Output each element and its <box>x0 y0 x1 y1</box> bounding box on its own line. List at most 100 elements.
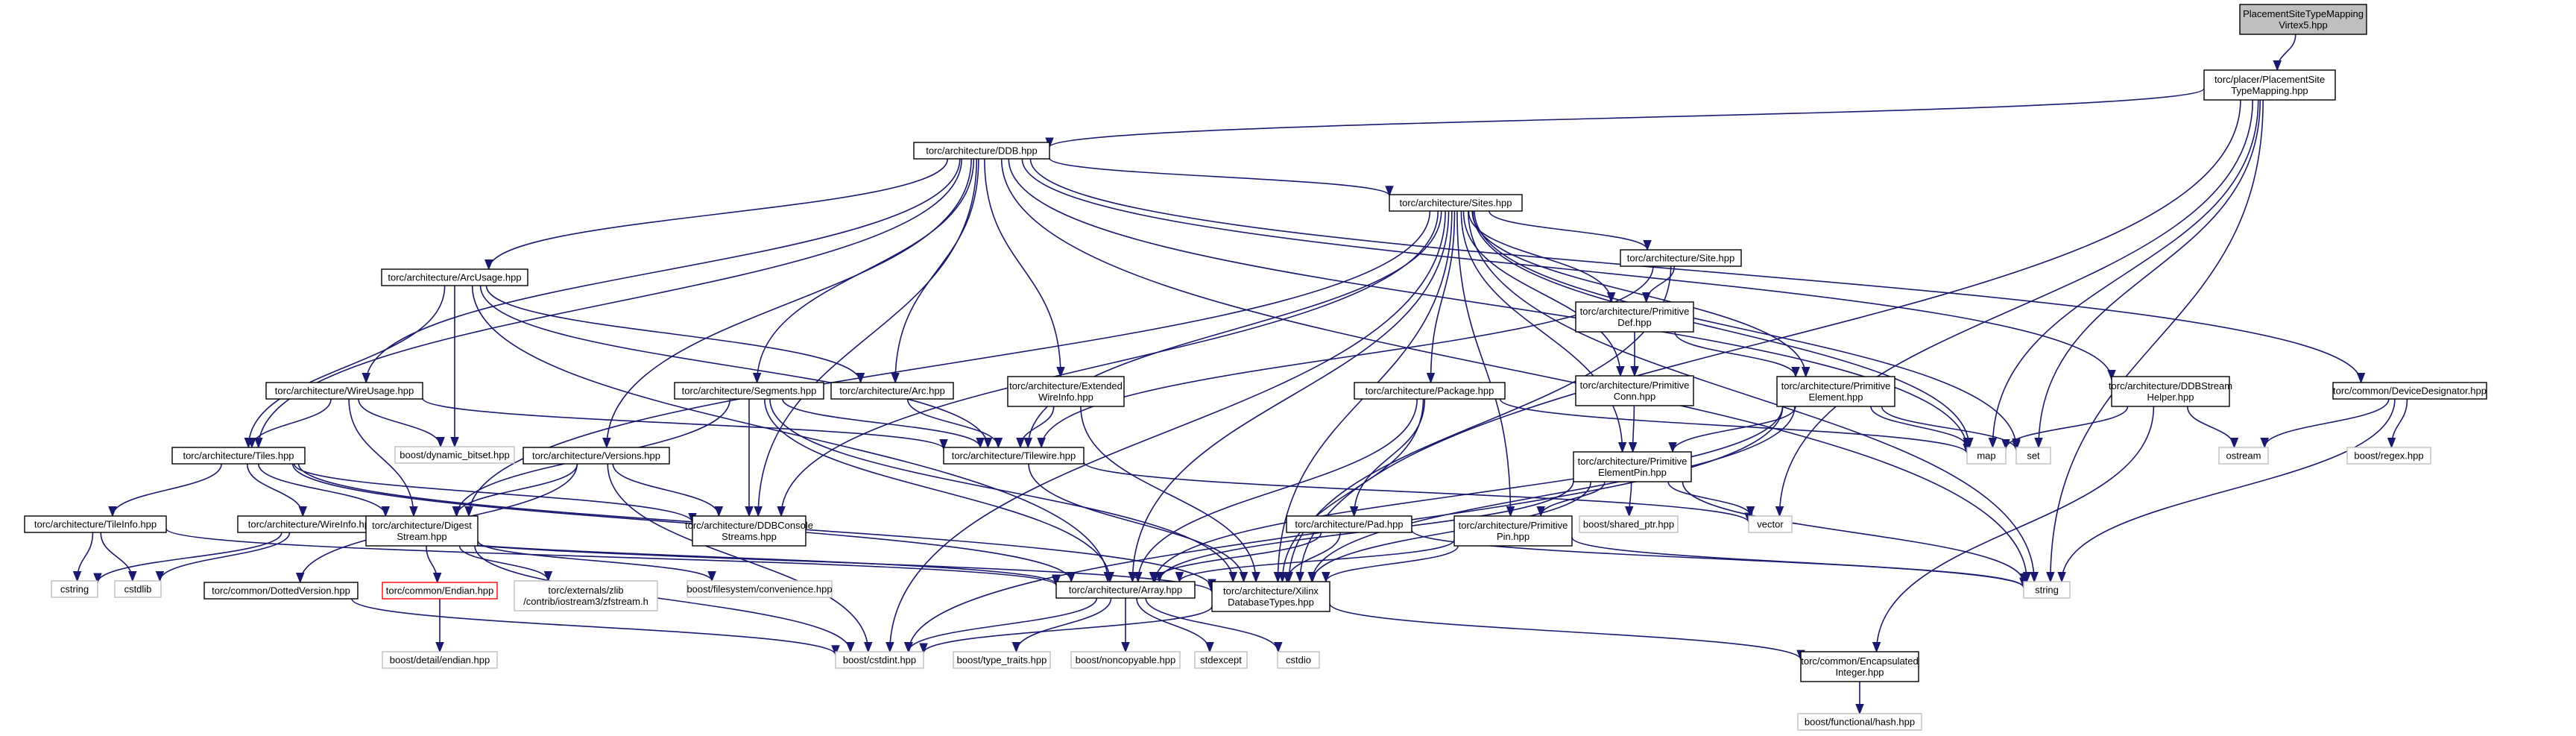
node-label: torc/common/Encapsulated <box>1801 655 1919 667</box>
node-wireusage[interactable]: torc/architecture/WireUsage.hpp <box>265 382 423 400</box>
node-primelementpin[interactable]: torc/architecture/PrimitiveElementPin.hp… <box>1573 451 1692 482</box>
node-tilewire[interactable]: torc/architecture/Tilewire.hpp <box>943 447 1085 465</box>
node-vector[interactable]: vector <box>1748 515 1793 533</box>
node-sharedptr[interactable]: boost/shared_ptr.hpp <box>1579 515 1679 533</box>
node-label: torc/architecture/Sites.hpp <box>1399 198 1512 209</box>
edge-sites-to-package <box>1426 210 1456 384</box>
edge-sites-to-string <box>1468 210 2039 583</box>
edge-dottedversion-to-cstdint <box>351 598 840 656</box>
node-box <box>943 447 1085 465</box>
node-cstdlib[interactable]: cstdlib <box>114 580 162 598</box>
node-box <box>2218 447 2269 465</box>
node-site[interactable]: torc/architecture/Site.hpp <box>1620 249 1742 267</box>
node-pad[interactable]: torc/architecture/Pad.hpp <box>1286 515 1412 533</box>
node-label: DatabaseTypes.hpp <box>1228 597 1314 608</box>
node-zfstream[interactable]: torc/externals/zlib/contrib/iostream3/zf… <box>514 580 658 611</box>
node-label: WireInfo.hpp <box>1038 391 1093 403</box>
edge-primelement-to-xilinxdbtypes <box>1307 406 1796 583</box>
node-label: Def.hpp <box>1617 317 1652 328</box>
edge-placementsitetypemapping-to-placer_pstm <box>2273 34 2296 72</box>
node-arcusage[interactable]: torc/architecture/ArcUsage.hpp <box>381 268 528 286</box>
node-box <box>692 515 806 547</box>
edge-tiles-to-tileinfo <box>108 463 222 518</box>
node-label: torc/architecture/DDB.hpp <box>926 145 1038 157</box>
node-box <box>2203 69 2336 101</box>
edge-tileinfo-to-cstring <box>72 532 94 582</box>
node-tileinfo[interactable]: torc/architecture/TileInfo.hpp <box>24 515 167 533</box>
node-string[interactable]: string <box>2023 581 2071 599</box>
node-placer-pstm[interactable]: torc/placer/PlacementSiteTypeMapping.hpp <box>2203 69 2336 101</box>
node-xilinxdbtypes[interactable]: torc/architecture/XilinxDatabaseTypes.hp… <box>1211 581 1330 612</box>
node-cstring[interactable]: cstring <box>51 580 98 598</box>
edge-tilewire-to-vector <box>1083 462 1753 523</box>
node-label: torc/architecture/WireUsage.hpp <box>275 386 414 397</box>
edge-digeststream-to-fsconvenience <box>477 540 716 582</box>
node-box <box>1575 301 1694 333</box>
node-dottedversion[interactable]: torc/common/DottedVersion.hpp <box>203 582 359 600</box>
node-array[interactable]: torc/architecture/Array.hpp <box>1055 581 1196 599</box>
node-wireinfo[interactable]: torc/architecture/WireInfo.hpp <box>237 515 386 533</box>
node-box <box>1389 194 1523 212</box>
edge-xilinxdbtypes-to-encapint <box>1329 603 1805 661</box>
node-stdexcept[interactable]: stdexcept <box>1194 651 1248 669</box>
node-map[interactable]: map <box>1966 447 2007 465</box>
node-functionalhash[interactable]: boost/functional/hash.hpp <box>1797 713 1922 731</box>
node-endian[interactable]: torc/common/Endian.hpp <box>382 582 498 600</box>
node-label: torc/architecture/Digest <box>372 520 472 531</box>
node-noncopyable[interactable]: boost/noncopyable.hpp <box>1070 651 1181 669</box>
node-label: torc/architecture/Primitive <box>1580 306 1690 317</box>
node-label: ElementPin.hpp <box>1598 467 1667 478</box>
node-dynbitset[interactable]: boost/dynamic_bitset.hpp <box>394 446 515 464</box>
node-label: ostream <box>2226 450 2261 462</box>
node-label: cstdlib <box>124 584 152 595</box>
node-fsconvenience[interactable]: boost/filesystem/convenience.hpp <box>686 580 833 598</box>
node-label: torc/common/Endian.hpp <box>386 585 494 597</box>
node-detailendian[interactable]: boost/detail/endian.hpp <box>382 651 498 669</box>
node-devicedesignator[interactable]: torc/common/DeviceDesignator.hpp <box>2332 382 2487 400</box>
edge-sites-to-primpin <box>1456 210 1515 518</box>
node-ostream[interactable]: ostream <box>2218 447 2269 465</box>
node-box <box>1776 376 1895 407</box>
node-box <box>1966 447 2007 465</box>
edge-package-to-array <box>1134 398 1418 583</box>
node-regex[interactable]: boost/regex.hpp <box>2346 447 2431 465</box>
node-cstdint[interactable]: boost/cstdint.hpp <box>835 651 924 669</box>
edge-xilinxdbtypes-to-cstdint <box>919 606 1213 654</box>
node-label: boost/functional/hash.hpp <box>1805 717 1915 728</box>
edge-sites-to-primdef <box>1468 210 1616 303</box>
node-box <box>2332 382 2487 400</box>
edge-tileinfo-to-cstdlib <box>100 532 137 582</box>
node-label: boost/type_traits.hpp <box>957 655 1047 666</box>
edge-primelementpin-to-vector <box>1667 481 1755 518</box>
edge-arcusage-to-tiles <box>244 285 446 449</box>
node-sites[interactable]: torc/architecture/Sites.hpp <box>1389 194 1523 212</box>
node-segments[interactable]: torc/architecture/Segments.hpp <box>674 382 824 400</box>
node-ddb[interactable]: torc/architecture/DDB.hpp <box>913 142 1050 160</box>
node-typetraits[interactable]: boost/type_traits.hpp <box>953 651 1051 669</box>
node-label: boost/regex.hpp <box>2354 450 2423 462</box>
node-tiles[interactable]: torc/architecture/Tiles.hpp <box>171 447 306 465</box>
node-versions[interactable]: torc/architecture/Versions.hpp <box>523 447 670 465</box>
node-cstdio[interactable]: cstdio <box>1277 651 1320 669</box>
node-box <box>171 447 306 465</box>
node-box <box>2111 376 2230 407</box>
edge-wireusage-to-tilewire <box>422 397 948 450</box>
node-label: cstdio <box>1286 655 1311 666</box>
edge-tiles-to-array <box>291 463 1076 583</box>
node-set[interactable]: set <box>2015 447 2051 465</box>
node-arc[interactable]: torc/architecture/Arc.hpp <box>830 382 954 400</box>
node-label: map <box>1977 450 1995 462</box>
edge-wireusage-to-tiles <box>247 398 332 449</box>
node-package[interactable]: torc/architecture/Package.hpp <box>1354 382 1506 400</box>
edge-site-to-primdef <box>1641 265 1676 303</box>
